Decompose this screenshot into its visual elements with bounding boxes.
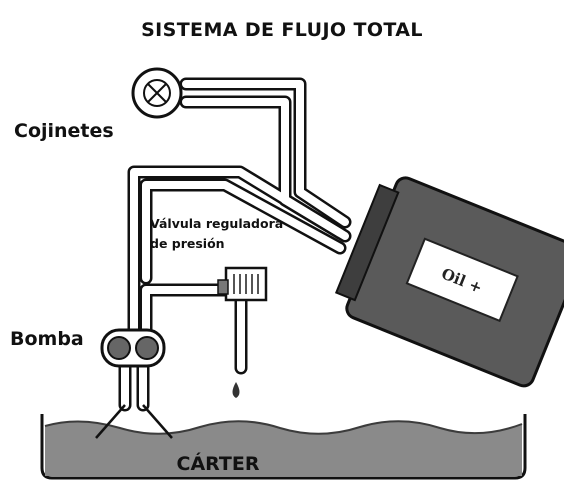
gauge-icon — [131, 67, 183, 119]
pump-label: Bomba — [10, 328, 84, 350]
diagram-title: SISTEMA DE FLUJO TOTAL — [141, 19, 423, 41]
valve-label-line1: Válvula reguladora — [150, 216, 283, 231]
pump-icon — [100, 328, 166, 368]
sump — [40, 414, 527, 480]
oil-pickup — [95, 404, 173, 439]
sump-label: CÁRTER — [177, 452, 260, 475]
pressure-valve — [217, 266, 268, 302]
oil-filter: Oil + — [334, 176, 564, 388]
oil-drop-icon — [232, 382, 240, 398]
valve-label-line2: de presión — [150, 236, 225, 251]
bearings-label: Cojinetes — [14, 120, 114, 142]
oil-pipes — [118, 77, 352, 412]
